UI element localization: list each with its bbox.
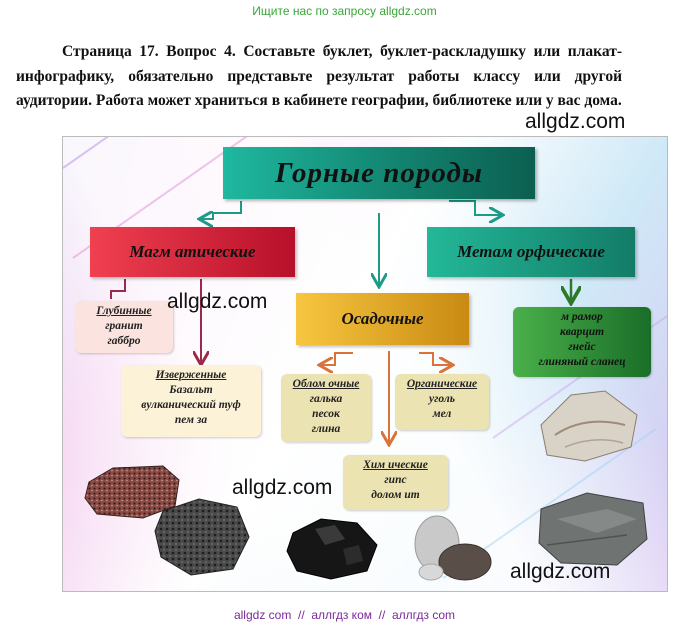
note-item: м рамор xyxy=(561,311,603,323)
note-item: пем за xyxy=(174,414,208,426)
note-heading: Глубинные xyxy=(96,305,152,317)
note-heading: Изверженные xyxy=(155,369,227,381)
note-item: мел xyxy=(432,408,452,420)
coal-rock-image xyxy=(286,518,378,580)
granite-rock-image xyxy=(84,465,180,519)
category-magmatic: Магм атические xyxy=(90,227,295,277)
note-erupted-rocks: Изверженные Базальт вулканический туф пе… xyxy=(121,365,261,437)
footer-links: allgdz com // аллгдз ком // аллгдз com xyxy=(233,608,456,622)
note-heading: Органические xyxy=(406,378,478,390)
category-sedimentary-label: Осадочные xyxy=(341,309,424,328)
poster-title: Горные породы xyxy=(274,156,484,189)
pumice-rock-image xyxy=(154,498,250,576)
note-item: глина xyxy=(311,423,341,435)
note-item: вулканический туф xyxy=(141,399,241,411)
note-item: гнейс xyxy=(568,341,596,353)
note-heading: Облом очные xyxy=(292,378,360,390)
note-item: Базальт xyxy=(169,384,213,396)
watermark: allgdz.com xyxy=(525,110,626,133)
note-item: кварцит xyxy=(559,326,605,338)
category-metamorphic-label: Метам орфические xyxy=(457,242,605,261)
note-heading: Хим ические xyxy=(363,459,428,471)
note-item: галька xyxy=(309,393,343,405)
question-text: Страница 17. Вопрос 4. Составьте буклет,… xyxy=(16,43,622,109)
note-deep-rocks: Глубинные гранит габбро xyxy=(75,301,173,353)
note-clastic-rocks: Облом очные галька песок глина xyxy=(281,374,371,442)
watermark: allgdz.com xyxy=(510,560,611,583)
note-item: габбро xyxy=(107,335,141,347)
note-item: глиняный сланец xyxy=(538,356,626,368)
pebbles-image xyxy=(414,515,492,581)
infographic-poster: Горные породы Магм атические Метам орфич… xyxy=(62,136,668,592)
category-metamorphic: Метам орфические xyxy=(427,227,635,277)
note-organic-rocks: Органические уголь мел xyxy=(395,374,489,430)
note-item: уголь xyxy=(429,393,455,405)
category-sedimentary: Осадочные xyxy=(296,293,469,345)
site-link[interactable]: Ищите нас по запросу allgdz.com xyxy=(252,4,437,18)
connector-arrows xyxy=(110,200,668,592)
slate-rock-image xyxy=(538,492,648,566)
note-chemical-rocks: Хим ические гипс долом ит xyxy=(343,455,448,510)
note-metamorphic-rocks: м рамор кварцит гнейс глиняный сланец xyxy=(513,307,651,377)
note-item: гранит xyxy=(105,320,143,332)
category-magmatic-label: Магм атические xyxy=(129,242,256,261)
note-item: гипс xyxy=(384,474,407,486)
watermark: allgdz.com xyxy=(232,476,333,499)
note-item: песок xyxy=(312,408,340,420)
poster-title-box: Горные породы xyxy=(223,147,535,199)
note-item: долом ит xyxy=(371,489,420,501)
watermark: allgdz.com xyxy=(167,290,268,313)
marble-rock-image xyxy=(540,390,638,462)
